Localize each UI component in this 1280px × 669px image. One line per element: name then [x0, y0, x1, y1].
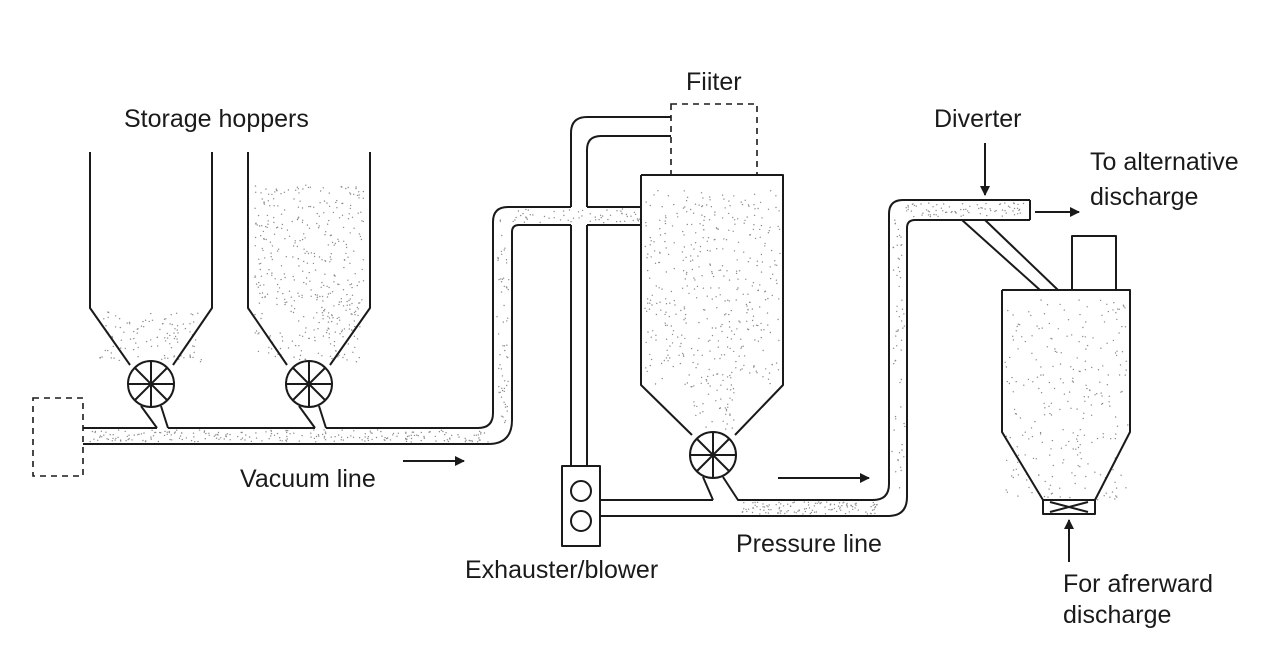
label-afterward-line2: discharge	[1063, 601, 1171, 629]
valve-feed-stubs	[140, 405, 327, 429]
vacuum-pump-box	[32, 397, 84, 477]
label-storage-hoppers: Storage hoppers	[124, 105, 309, 133]
filter-pipe	[570, 116, 671, 207]
vacuum-line-pipe-top	[83, 206, 641, 429]
exhauster-blower	[561, 465, 601, 547]
cyclone-discharge-valve	[1042, 499, 1096, 515]
vacuum-line-pipe-bottom	[83, 224, 641, 445]
label-pressure-line: Pressure line	[736, 530, 882, 558]
label-to-alternative-line2: discharge	[1090, 183, 1198, 211]
cyclone-outlet-stack	[1071, 235, 1117, 291]
powder-speckle-layer	[89, 184, 1129, 515]
rotary-valve-3	[689, 431, 737, 479]
exhauster-pipe	[570, 225, 588, 466]
cyclone-receiver	[1001, 289, 1131, 501]
label-to-alternative-line1: To alternative	[1090, 148, 1239, 176]
storage-hopper-1	[89, 152, 213, 366]
rotary-valve-1	[127, 360, 175, 408]
receiver-vessel	[640, 174, 784, 436]
label-diverter: Diverter	[934, 105, 1022, 133]
pressure-line-pipe	[600, 199, 1031, 517]
storage-hopper-2	[247, 152, 371, 366]
diverter-branch	[961, 219, 1059, 291]
label-vacuum-line: Vacuum line	[240, 465, 376, 493]
label-filter: Fiiter	[686, 68, 742, 96]
label-exhauster-blower: Exhauster/blower	[465, 556, 658, 584]
rotary-valve-2	[285, 360, 333, 408]
label-afterward-line1: For afrerward	[1063, 570, 1213, 598]
filter-box	[670, 103, 758, 176]
